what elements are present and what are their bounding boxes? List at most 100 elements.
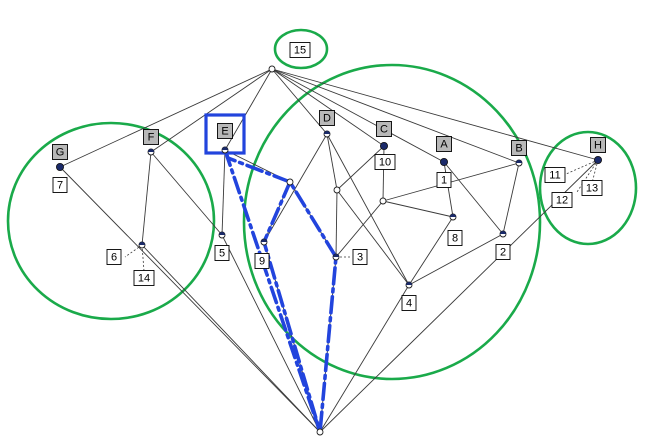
edge	[141, 244, 321, 433]
svg-text:2: 2	[500, 247, 506, 259]
svg-text:7: 7	[57, 180, 63, 192]
attribute-label-a: A	[436, 136, 452, 152]
svg-text:9: 9	[259, 256, 265, 268]
edge	[336, 145, 385, 191]
svg-text:4: 4	[406, 298, 412, 310]
lattice-node[interactable]	[56, 162, 65, 171]
cluster-ellipse-right	[538, 130, 638, 246]
object-label-3: 3	[352, 249, 368, 265]
object-label-7: 7	[52, 177, 68, 193]
edge	[382, 200, 454, 218]
svg-text:10: 10	[379, 157, 391, 169]
lattice-node[interactable]	[221, 146, 229, 154]
edge	[150, 68, 273, 153]
cluster-ellipse-left	[6, 121, 216, 321]
attribute-label-e: E	[217, 123, 233, 139]
edge	[443, 161, 454, 218]
svg-text:14: 14	[138, 273, 150, 285]
lattice-node[interactable]	[439, 157, 448, 166]
lattice-node[interactable]	[449, 213, 457, 221]
svg-text:A: A	[440, 139, 448, 151]
highlighted-path	[204, 113, 338, 434]
edge	[263, 133, 328, 243]
svg-text:15: 15	[294, 45, 306, 57]
svg-text:12: 12	[556, 195, 568, 207]
attribute-label-h: H	[590, 137, 606, 153]
svg-text:E: E	[221, 126, 228, 138]
edge	[59, 68, 273, 168]
svg-text:13: 13	[586, 183, 598, 195]
edge	[319, 284, 410, 433]
lattice-node[interactable]	[286, 178, 294, 186]
lattice-node[interactable]	[405, 281, 413, 289]
svg-text:G: G	[56, 147, 65, 159]
object-label-1: 1	[436, 172, 452, 188]
attribute-label-c: C	[376, 121, 392, 137]
svg-text:8: 8	[452, 233, 458, 245]
object-label-14: 14	[133, 270, 155, 286]
edge	[335, 200, 384, 258]
lattice-node[interactable]	[379, 197, 387, 205]
edge	[271, 68, 520, 164]
lattice-node[interactable]	[323, 130, 331, 138]
lattice-node[interactable]	[594, 155, 603, 164]
edge	[59, 166, 321, 433]
object-label-13: 13	[581, 180, 603, 196]
edge	[326, 133, 338, 191]
lattice-node[interactable]	[268, 65, 276, 73]
svg-text:C: C	[380, 124, 388, 136]
lattice-node[interactable]	[218, 231, 226, 239]
edge	[326, 133, 410, 286]
edge	[336, 189, 410, 286]
svg-text:6: 6	[111, 252, 117, 264]
edge	[271, 68, 599, 161]
edge	[221, 234, 321, 433]
lattice-node[interactable]	[332, 253, 340, 261]
object-label-8: 8	[447, 230, 463, 246]
lattice-node[interactable]	[333, 186, 341, 194]
cluster-ellipse-15	[273, 28, 329, 70]
node-labels: G F E D C A B H 15 7 6 14 5 9 3 10 1 8 4 2 11 12 13	[52, 42, 606, 311]
edge	[271, 68, 328, 135]
svg-text:D: D	[323, 113, 331, 125]
object-label-5: 5	[214, 245, 230, 261]
label-connector	[124, 244, 143, 258]
lattice-node[interactable]	[316, 428, 324, 436]
lattice-node[interactable]	[260, 238, 268, 246]
object-label-4: 4	[401, 295, 417, 311]
svg-text:1: 1	[441, 175, 447, 187]
edge	[335, 189, 338, 258]
label-connector	[141, 244, 145, 272]
svg-text:B: B	[515, 143, 522, 155]
svg-text:F: F	[148, 132, 155, 144]
object-label-9: 9	[254, 253, 270, 269]
edge	[271, 68, 385, 147]
edge	[502, 162, 520, 235]
svg-text:5: 5	[219, 248, 225, 260]
lattice-node[interactable]	[515, 159, 523, 167]
lattice-node[interactable]	[147, 148, 155, 156]
svg-text:3: 3	[357, 252, 363, 264]
svg-text:H: H	[594, 140, 602, 152]
cluster-ellipses	[6, 28, 638, 381]
edge	[443, 161, 504, 235]
edge	[408, 233, 504, 286]
lattice-nodes	[56, 65, 603, 436]
lattice-node[interactable]	[379, 141, 388, 150]
object-label-6: 6	[106, 249, 122, 265]
attribute-label-d: D	[319, 110, 335, 126]
svg-text:11: 11	[549, 170, 560, 182]
edge	[221, 149, 226, 236]
edge	[150, 151, 223, 236]
object-label-15: 15	[289, 42, 311, 58]
object-label-10: 10	[374, 154, 396, 170]
attribute-label-g: G	[52, 144, 68, 160]
edge	[141, 151, 152, 246]
edge	[408, 216, 454, 286]
label-connector	[565, 159, 599, 175]
attribute-label-f: F	[143, 129, 159, 145]
object-label-12: 12	[551, 192, 573, 208]
lattice-node[interactable]	[138, 241, 146, 249]
lattice-node[interactable]	[499, 230, 507, 238]
